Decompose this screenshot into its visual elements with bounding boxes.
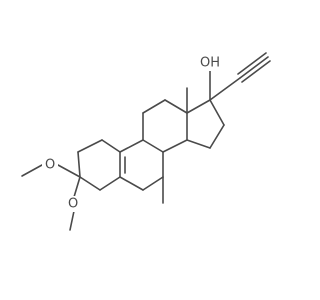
bond <box>186 99 211 114</box>
substituents <box>21 52 271 231</box>
methoxy-lower-methyl-bond <box>69 210 75 231</box>
methoxy-upper-bond <box>57 164 81 178</box>
bond <box>79 176 101 191</box>
bond <box>186 139 211 149</box>
ring-d <box>186 99 225 149</box>
hydroxyl-label: OH <box>200 56 220 71</box>
label-mask <box>42 157 58 173</box>
bond <box>209 124 225 149</box>
bond <box>209 99 225 126</box>
methoxy-lower-bond <box>73 176 81 198</box>
molecule-structure: OH O O <box>21 52 271 231</box>
bond <box>77 139 103 153</box>
ethynyl-triple-bond <box>241 60 271 83</box>
label-mask <box>65 196 81 212</box>
bond <box>77 151 81 178</box>
ring-a <box>77 139 121 191</box>
bond <box>119 176 144 191</box>
bond <box>142 139 164 153</box>
oxygen-lower-label: O <box>68 197 78 212</box>
bond <box>101 139 121 153</box>
bond <box>164 99 188 114</box>
methoxy-upper-methyl-bond <box>21 164 43 177</box>
bond <box>162 139 188 153</box>
bond <box>99 176 121 191</box>
ethynyl-triple-bond <box>239 56 269 79</box>
atom-labels: OH O O <box>42 55 224 212</box>
label-mask <box>198 55 224 71</box>
oxygen-upper-label: O <box>45 158 55 173</box>
ethynyl-bond <box>209 77 241 101</box>
ethynyl-triple-bond <box>237 52 267 75</box>
bond <box>142 176 164 191</box>
ring-b <box>119 139 164 191</box>
ring-c <box>142 99 188 153</box>
bond <box>119 139 144 153</box>
bond <box>142 99 166 114</box>
